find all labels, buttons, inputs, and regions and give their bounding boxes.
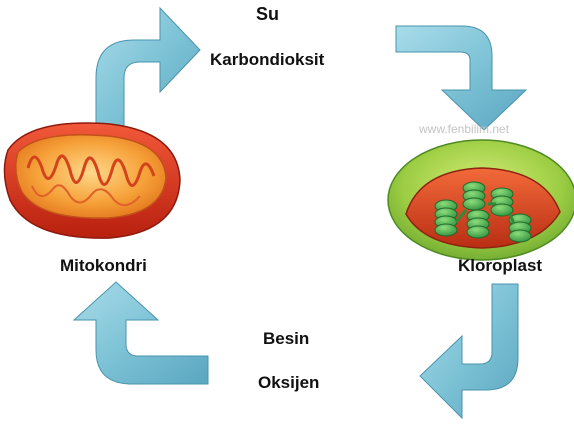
label-chloroplast: Kloroplast xyxy=(458,256,543,275)
arrow-bottom-left xyxy=(72,281,209,385)
arrow-bottom-right xyxy=(419,283,519,420)
arrow-top-left xyxy=(95,6,201,133)
chloroplast-illustration xyxy=(387,139,574,261)
watermark-text: www.fenbilim.net xyxy=(419,122,510,136)
label-oksijen: Oksijen xyxy=(258,373,320,392)
label-karbondioksit: Karbondioksit xyxy=(210,50,325,69)
arrow-top-right xyxy=(395,25,528,131)
label-mitochondrion: Mitokondri xyxy=(60,256,147,275)
label-su: Su xyxy=(256,4,280,24)
mitochondrion-illustration xyxy=(3,122,181,239)
label-besin: Besin xyxy=(263,329,310,348)
